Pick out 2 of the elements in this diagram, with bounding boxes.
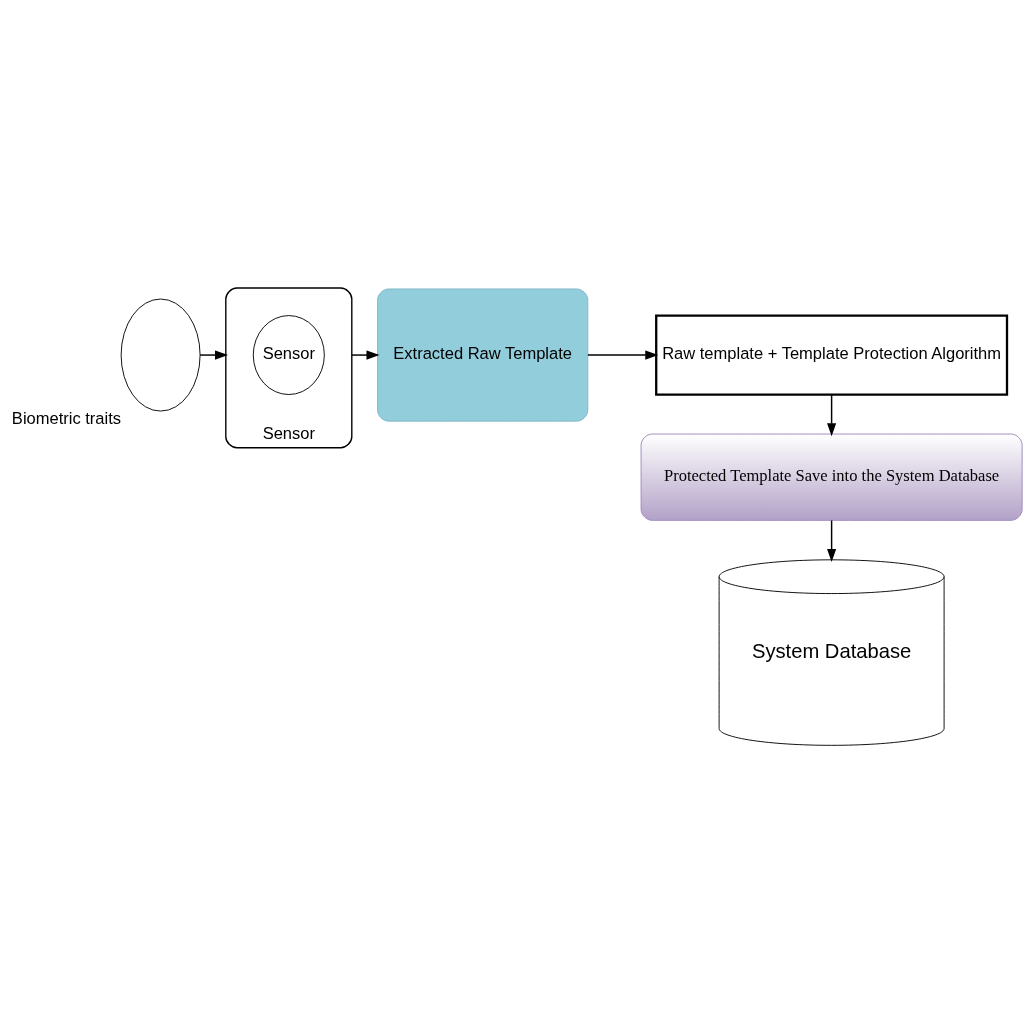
node-label: Biometric traits <box>11 409 122 429</box>
node-label: Sensor <box>262 423 315 443</box>
